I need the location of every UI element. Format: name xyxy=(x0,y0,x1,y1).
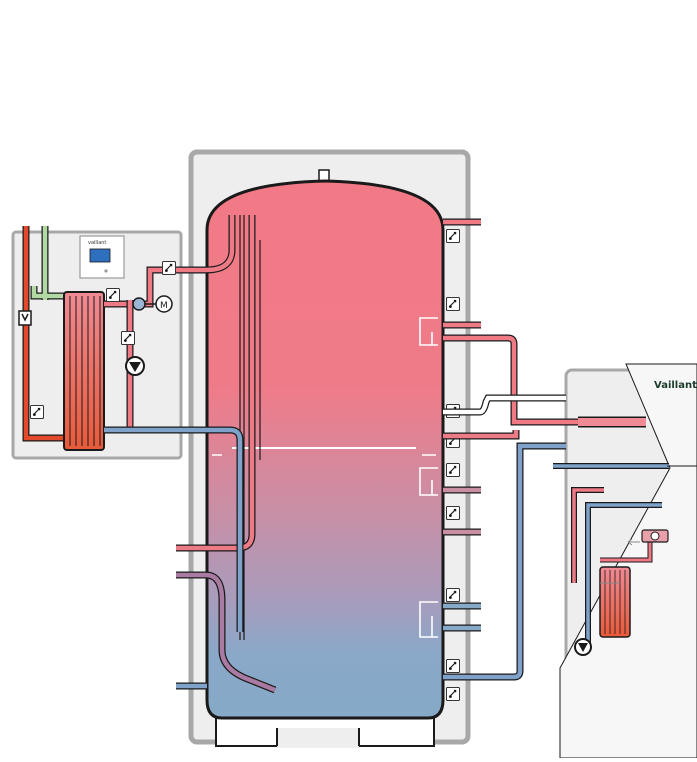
motor-label: M xyxy=(160,301,168,311)
temperature-sensor-icon xyxy=(30,405,44,419)
module-brand-logo: vaillant xyxy=(88,240,106,246)
circulation-pump-icon xyxy=(574,638,592,656)
controller-display-icon: vaillant xyxy=(79,235,125,279)
hot-flow-to-generator xyxy=(443,334,580,440)
temperature-sensor-icon xyxy=(446,588,460,602)
temperature-sensor-icon xyxy=(446,297,460,311)
plate-heat-exchanger xyxy=(63,291,105,451)
hot-water-outlet-pipe xyxy=(22,226,68,442)
temperature-sensor-icon xyxy=(446,506,460,520)
temperature-sensor-icon xyxy=(446,659,460,673)
temperature-sensor-icon xyxy=(106,288,120,302)
generator-heat-exchanger xyxy=(599,566,631,638)
internal-distributors xyxy=(419,317,438,638)
circulation-pump-icon xyxy=(125,356,145,376)
temperature-sensor-icon xyxy=(162,261,176,275)
temperature-sensor-icon xyxy=(446,229,460,243)
buffer-tank xyxy=(205,179,445,720)
temperature-sensor-icon xyxy=(446,687,460,701)
temperature-sensor-icon xyxy=(121,331,135,345)
generator-internal-flow xyxy=(553,416,669,650)
mixing-valve-icon: M xyxy=(132,295,173,313)
solar-return-connection xyxy=(176,571,277,694)
strainer-icon xyxy=(18,310,32,326)
generator-valve xyxy=(641,529,669,543)
tank-right-connections xyxy=(443,218,481,632)
temperature-sensor-icon xyxy=(446,463,460,477)
cold-return-from-generator xyxy=(443,442,566,681)
tank-foot-gap xyxy=(277,728,359,748)
unit-brand-logo: Vaillant xyxy=(654,380,697,391)
